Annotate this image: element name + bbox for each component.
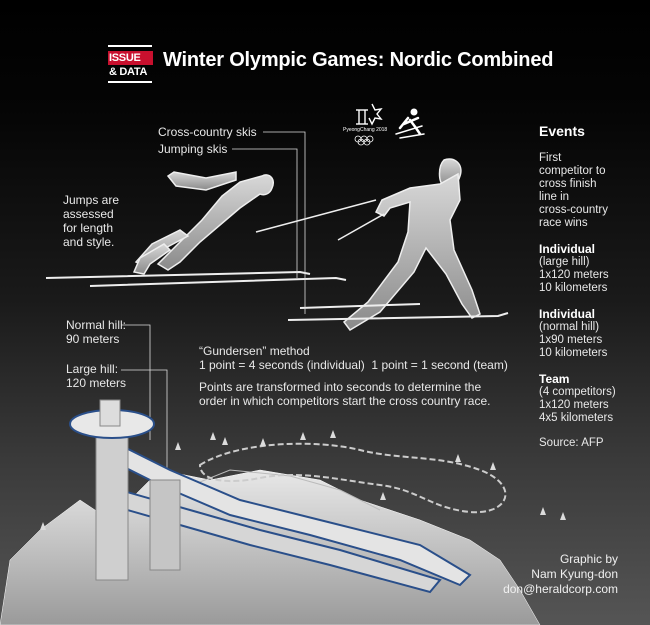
gundersen-title: “Gundersen” method — [199, 344, 310, 358]
credit-email[interactable]: don@heraldcorp.com — [503, 582, 618, 596]
leader-lines — [121, 131, 306, 505]
pyeongchang-emblem — [354, 103, 383, 146]
label-cross-country-skis: Cross-country skis — [158, 125, 257, 139]
logo-issue: ISSUE — [108, 51, 153, 65]
label-jumps-assessed: Jumps are assessed for length and style. — [63, 193, 120, 249]
cross-country-poles — [255, 199, 385, 241]
gundersen-desc-1: Points are transformed into seconds to d… — [199, 380, 482, 394]
event-individual-large: Individual (large hill) 1x120 meters 10 … — [539, 242, 609, 294]
pyeongchang-text: PyeongChang 2018 — [343, 127, 388, 133]
trees — [40, 430, 566, 530]
event-team: Team (4 competitors) 1x120 meters 4x5 ki… — [539, 372, 616, 424]
graphic-credit: Graphic by Nam Kyung-don don@heraldcorp.… — [503, 552, 618, 596]
event-individual-normal: Individual (normal hill) 1x90 meters 10 … — [539, 307, 608, 359]
events-title: Events — [539, 123, 585, 139]
events-panel: Events First competitor to cross finish … — [539, 123, 647, 450]
cross-country-skis — [287, 303, 509, 321]
gundersen-block: “Gundersen” method 1 point = 4 seconds (… — [199, 344, 508, 408]
gundersen-rule: 1 point = 4 seconds (individual) 1 point… — [199, 358, 508, 372]
ski-jumper-figure — [132, 171, 274, 275]
issue-data-logo: ISSUE & DATA — [108, 45, 153, 85]
logo-data: & DATA — [109, 66, 148, 78]
label-large-hill: Large hill: 120 meters — [66, 362, 127, 390]
cross-country-skier-figure — [342, 158, 481, 331]
label-normal-hill: Normal hill: 90 meters — [66, 318, 127, 346]
jump-tower — [69, 399, 181, 581]
nordic-combined-pictogram-icon — [395, 108, 425, 139]
label-jumping-skis: Jumping skis — [158, 142, 228, 156]
page-title: Winter Olympic Games: Nordic Combined — [163, 49, 554, 71]
gundersen-desc-2: order in which competitors start the cro… — [199, 394, 491, 408]
jumping-skis — [45, 270, 347, 287]
cross-country-course — [198, 442, 507, 514]
source-credit: Source: AFP — [539, 437, 604, 449]
events-intro: First competitor to cross finish line in… — [539, 152, 609, 229]
